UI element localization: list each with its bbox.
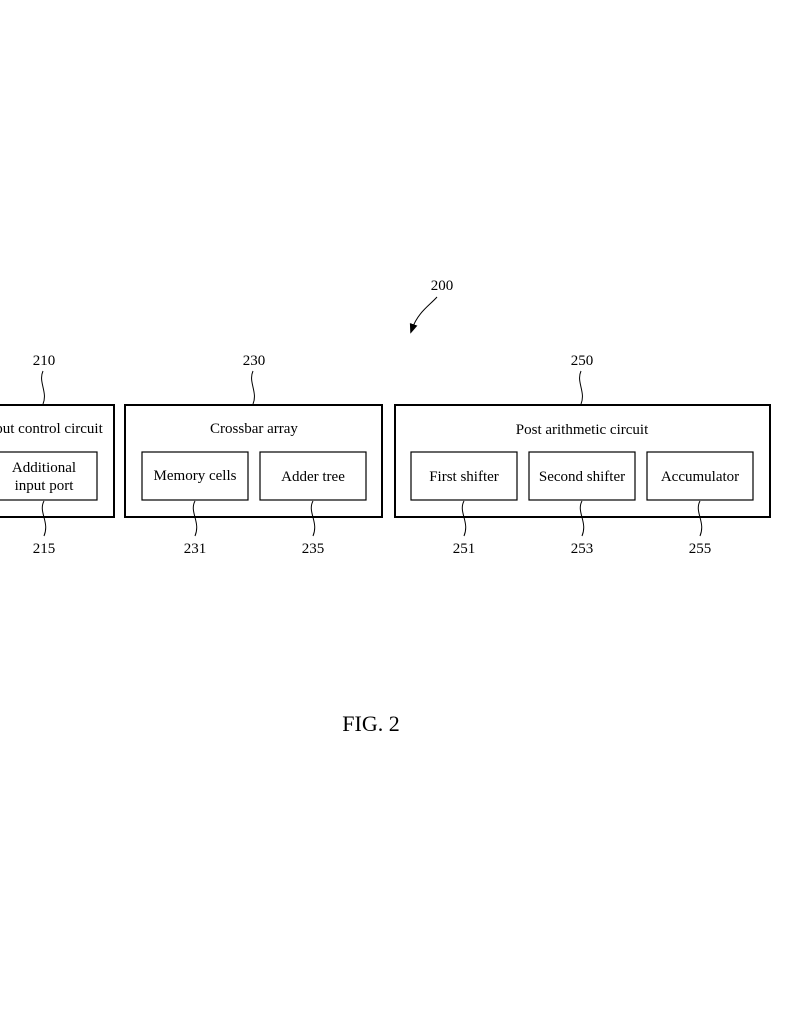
- additional-input-port-leader: [41, 500, 47, 537]
- second-shifter-ref: 253: [571, 541, 594, 557]
- additional-input-port-label-line2: input port: [15, 478, 75, 494]
- post-arithmetic-ref: 250: [571, 353, 594, 369]
- first-shifter-ref: 251: [453, 541, 476, 557]
- post-arithmetic-leader: [579, 370, 583, 405]
- crossbar-title: Crossbar array: [210, 421, 298, 437]
- additional-input-port-ref: 215: [33, 541, 56, 557]
- accumulator-ref: 255: [689, 541, 712, 557]
- accumulator-leader: [697, 500, 703, 537]
- first-shifter-box: [410, 451, 518, 501]
- figure-ref-arrow: [409, 296, 438, 334]
- second-shifter-leader: [579, 500, 585, 537]
- figure-caption: FIG. 2: [342, 711, 399, 736]
- adder-tree-leader: [310, 500, 316, 537]
- first-shifter-label: First shifter: [429, 469, 499, 485]
- additional-input-port-label-line1: Additional: [12, 460, 76, 476]
- accumulator-label: Accumulator: [661, 469, 739, 485]
- first-shifter-leader: [461, 500, 467, 537]
- additional-input-port-box: [0, 451, 98, 501]
- adder-tree-box: [259, 451, 367, 501]
- input-control-title: put control circuit: [0, 421, 104, 437]
- memory-cells-leader: [192, 500, 198, 537]
- accumulator-box: [646, 451, 754, 501]
- post-arithmetic-circuit: 250 Post arithmetic circuit First shifte…: [394, 353, 771, 557]
- figure-ref-label: 200: [431, 278, 454, 294]
- memory-cells-box: [141, 451, 249, 501]
- crossbar-leader: [251, 370, 255, 405]
- adder-tree-label: Adder tree: [281, 469, 345, 485]
- crossbar-ref: 230: [243, 353, 266, 369]
- memory-cells-ref: 231: [184, 541, 207, 557]
- second-shifter-label: Second shifter: [539, 469, 625, 485]
- input-control-circuit: 210 put control circuit Additional input…: [0, 353, 115, 557]
- post-arithmetic-title: Post arithmetic circuit: [516, 422, 649, 438]
- memory-cells-label: Memory cells: [154, 468, 237, 484]
- second-shifter-box: [528, 451, 636, 501]
- input-control-ref: 210: [33, 353, 56, 369]
- crossbar-array: 230 Crossbar array Memory cells 231 Adde…: [124, 353, 383, 557]
- adder-tree-ref: 235: [302, 541, 325, 557]
- input-control-leader: [41, 370, 45, 405]
